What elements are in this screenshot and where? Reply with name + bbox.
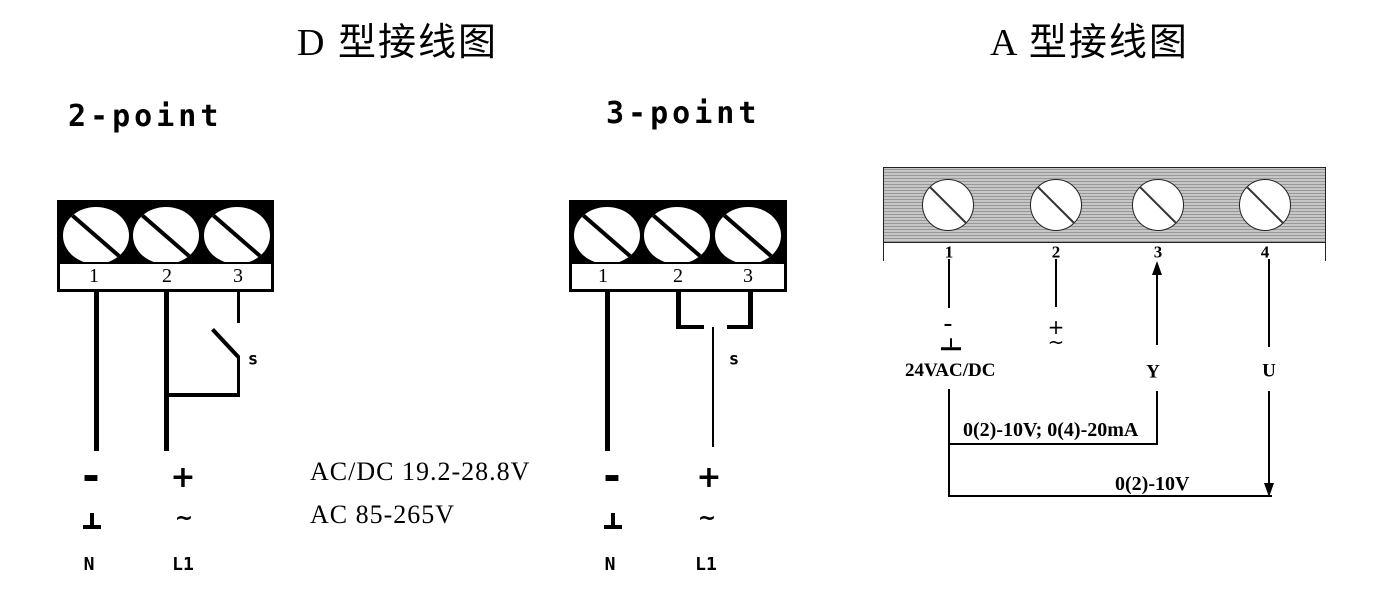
screw-icon: [715, 207, 781, 264]
ac-tilde-symbol: ~: [1047, 330, 1065, 354]
wire-terminal4-upper: [1268, 259, 1270, 347]
two-point-terminal-block: 1 2 3: [57, 200, 274, 292]
screw-icon: [1030, 179, 1082, 231]
switch-label: s: [247, 349, 259, 370]
switch-common-wire: [712, 327, 714, 447]
screw-slot-icon: [133, 207, 199, 264]
wire-terminal3-elbow: [727, 325, 753, 329]
screw-icon: [204, 207, 270, 264]
terminal-number: 3: [233, 264, 243, 287]
wire-terminal3-upper: [1156, 274, 1158, 345]
terminal-number-strip: 1 2 3: [60, 262, 271, 289]
switch-label: s: [728, 349, 740, 370]
plus-symbol: +: [170, 460, 196, 495]
screw-slot-icon: [1136, 183, 1180, 227]
y-signal-range-label: 0(2)-10V; 0(4)-20mA: [963, 419, 1139, 441]
wire-terminal1: [94, 290, 99, 451]
switch-contact-wire: [237, 356, 240, 395]
wire-terminal2: [676, 290, 681, 329]
wire-terminal2: [1055, 259, 1057, 307]
screw-slot-icon: [715, 207, 781, 264]
supply-voltage-label: 24VAC/DC: [905, 360, 996, 381]
u-signal-range-label: 0(2)-10V: [1115, 473, 1190, 495]
line-label: L1: [172, 554, 194, 575]
y-signal-wire: [948, 443, 1158, 445]
screw-icon: [574, 207, 640, 264]
screw-slot-icon: [644, 207, 710, 264]
two-point-label: 2-point: [68, 99, 223, 134]
wire-terminal1: [605, 290, 610, 451]
wire-terminal2-elbow: [678, 325, 704, 329]
screw-slot-icon: [63, 207, 129, 264]
terminal-number: 1: [598, 264, 608, 287]
terminal-number-strip: 1 2 3 4: [884, 242, 1325, 261]
ground-icon: [83, 513, 101, 529]
wire-terminal3-lower: [1156, 391, 1158, 444]
three-point-label: 3-point: [606, 96, 761, 131]
screw-icon: [63, 207, 129, 264]
switch-arm: [211, 328, 240, 359]
arrow-up-icon: [1152, 261, 1162, 275]
terminal-number: 4: [1260, 242, 1270, 262]
ground-bar: [941, 347, 961, 350]
line-label: L1: [695, 554, 717, 575]
ground-stem: [611, 513, 615, 525]
power-rating-line2: AC 85-265V: [310, 500, 456, 529]
plus-symbol: +: [696, 460, 722, 495]
terminal-number: 1: [89, 264, 99, 287]
plus-symbol: +: [1047, 315, 1065, 339]
screw-icon: [1239, 179, 1291, 231]
screw-slot-icon: [1034, 183, 1078, 227]
terminal-number: 2: [1051, 242, 1061, 262]
three-point-terminal-block: 1 2 3: [569, 200, 787, 292]
neutral-label: N: [604, 554, 616, 575]
arrow-down-icon: [1264, 483, 1274, 497]
terminal-number: 1: [944, 242, 954, 262]
ground-bar: [83, 525, 101, 529]
ground-icon: [604, 513, 622, 529]
ground-icon: [941, 338, 961, 350]
ac-tilde-symbol: ~: [697, 506, 717, 531]
minus-symbol: -: [943, 309, 953, 339]
a-type-terminal-block: 1 2 3 4: [883, 167, 1326, 261]
screw-icon: [133, 207, 199, 264]
screw-slot-icon: [204, 207, 270, 264]
screw-slot-icon: [1243, 183, 1287, 227]
ground-bar: [604, 525, 622, 529]
terminal-number: 2: [673, 264, 683, 287]
ground-stem: [90, 513, 94, 525]
a-type-title: A 型接线图: [990, 22, 1189, 64]
screw-icon: [644, 207, 710, 264]
terminal-number: 2: [162, 264, 172, 287]
wire-terminal3: [748, 290, 753, 329]
wire-terminal2: [164, 290, 169, 451]
ac-tilde-symbol: ~: [174, 506, 194, 531]
screw-icon: [1132, 179, 1184, 231]
terminal-number: 3: [1153, 242, 1163, 262]
wire-terminal1-upper: [948, 259, 950, 308]
terminal-number: 3: [743, 264, 753, 287]
neutral-label: N: [83, 554, 95, 575]
switch-branch-wire: [166, 393, 240, 397]
power-rating-line1: AC/DC 19.2-28.8V: [310, 457, 531, 486]
minus-symbol: -: [603, 451, 621, 500]
wire-terminal4-lower: [1268, 391, 1270, 483]
terminal-number-strip: 1 2 3: [572, 262, 784, 289]
ground-stem: [950, 338, 952, 348]
screw-slot-icon: [574, 207, 640, 264]
wire-terminal3-stub: [237, 290, 240, 323]
u-signal-wire: [948, 495, 1272, 497]
minus-symbol: -: [82, 451, 100, 500]
d-type-title: D 型接线图: [297, 22, 498, 64]
y-input-label: Y: [1146, 361, 1160, 383]
screw-icon: [922, 179, 974, 231]
screw-slot-icon: [926, 183, 970, 227]
u-output-label: U: [1262, 360, 1276, 382]
